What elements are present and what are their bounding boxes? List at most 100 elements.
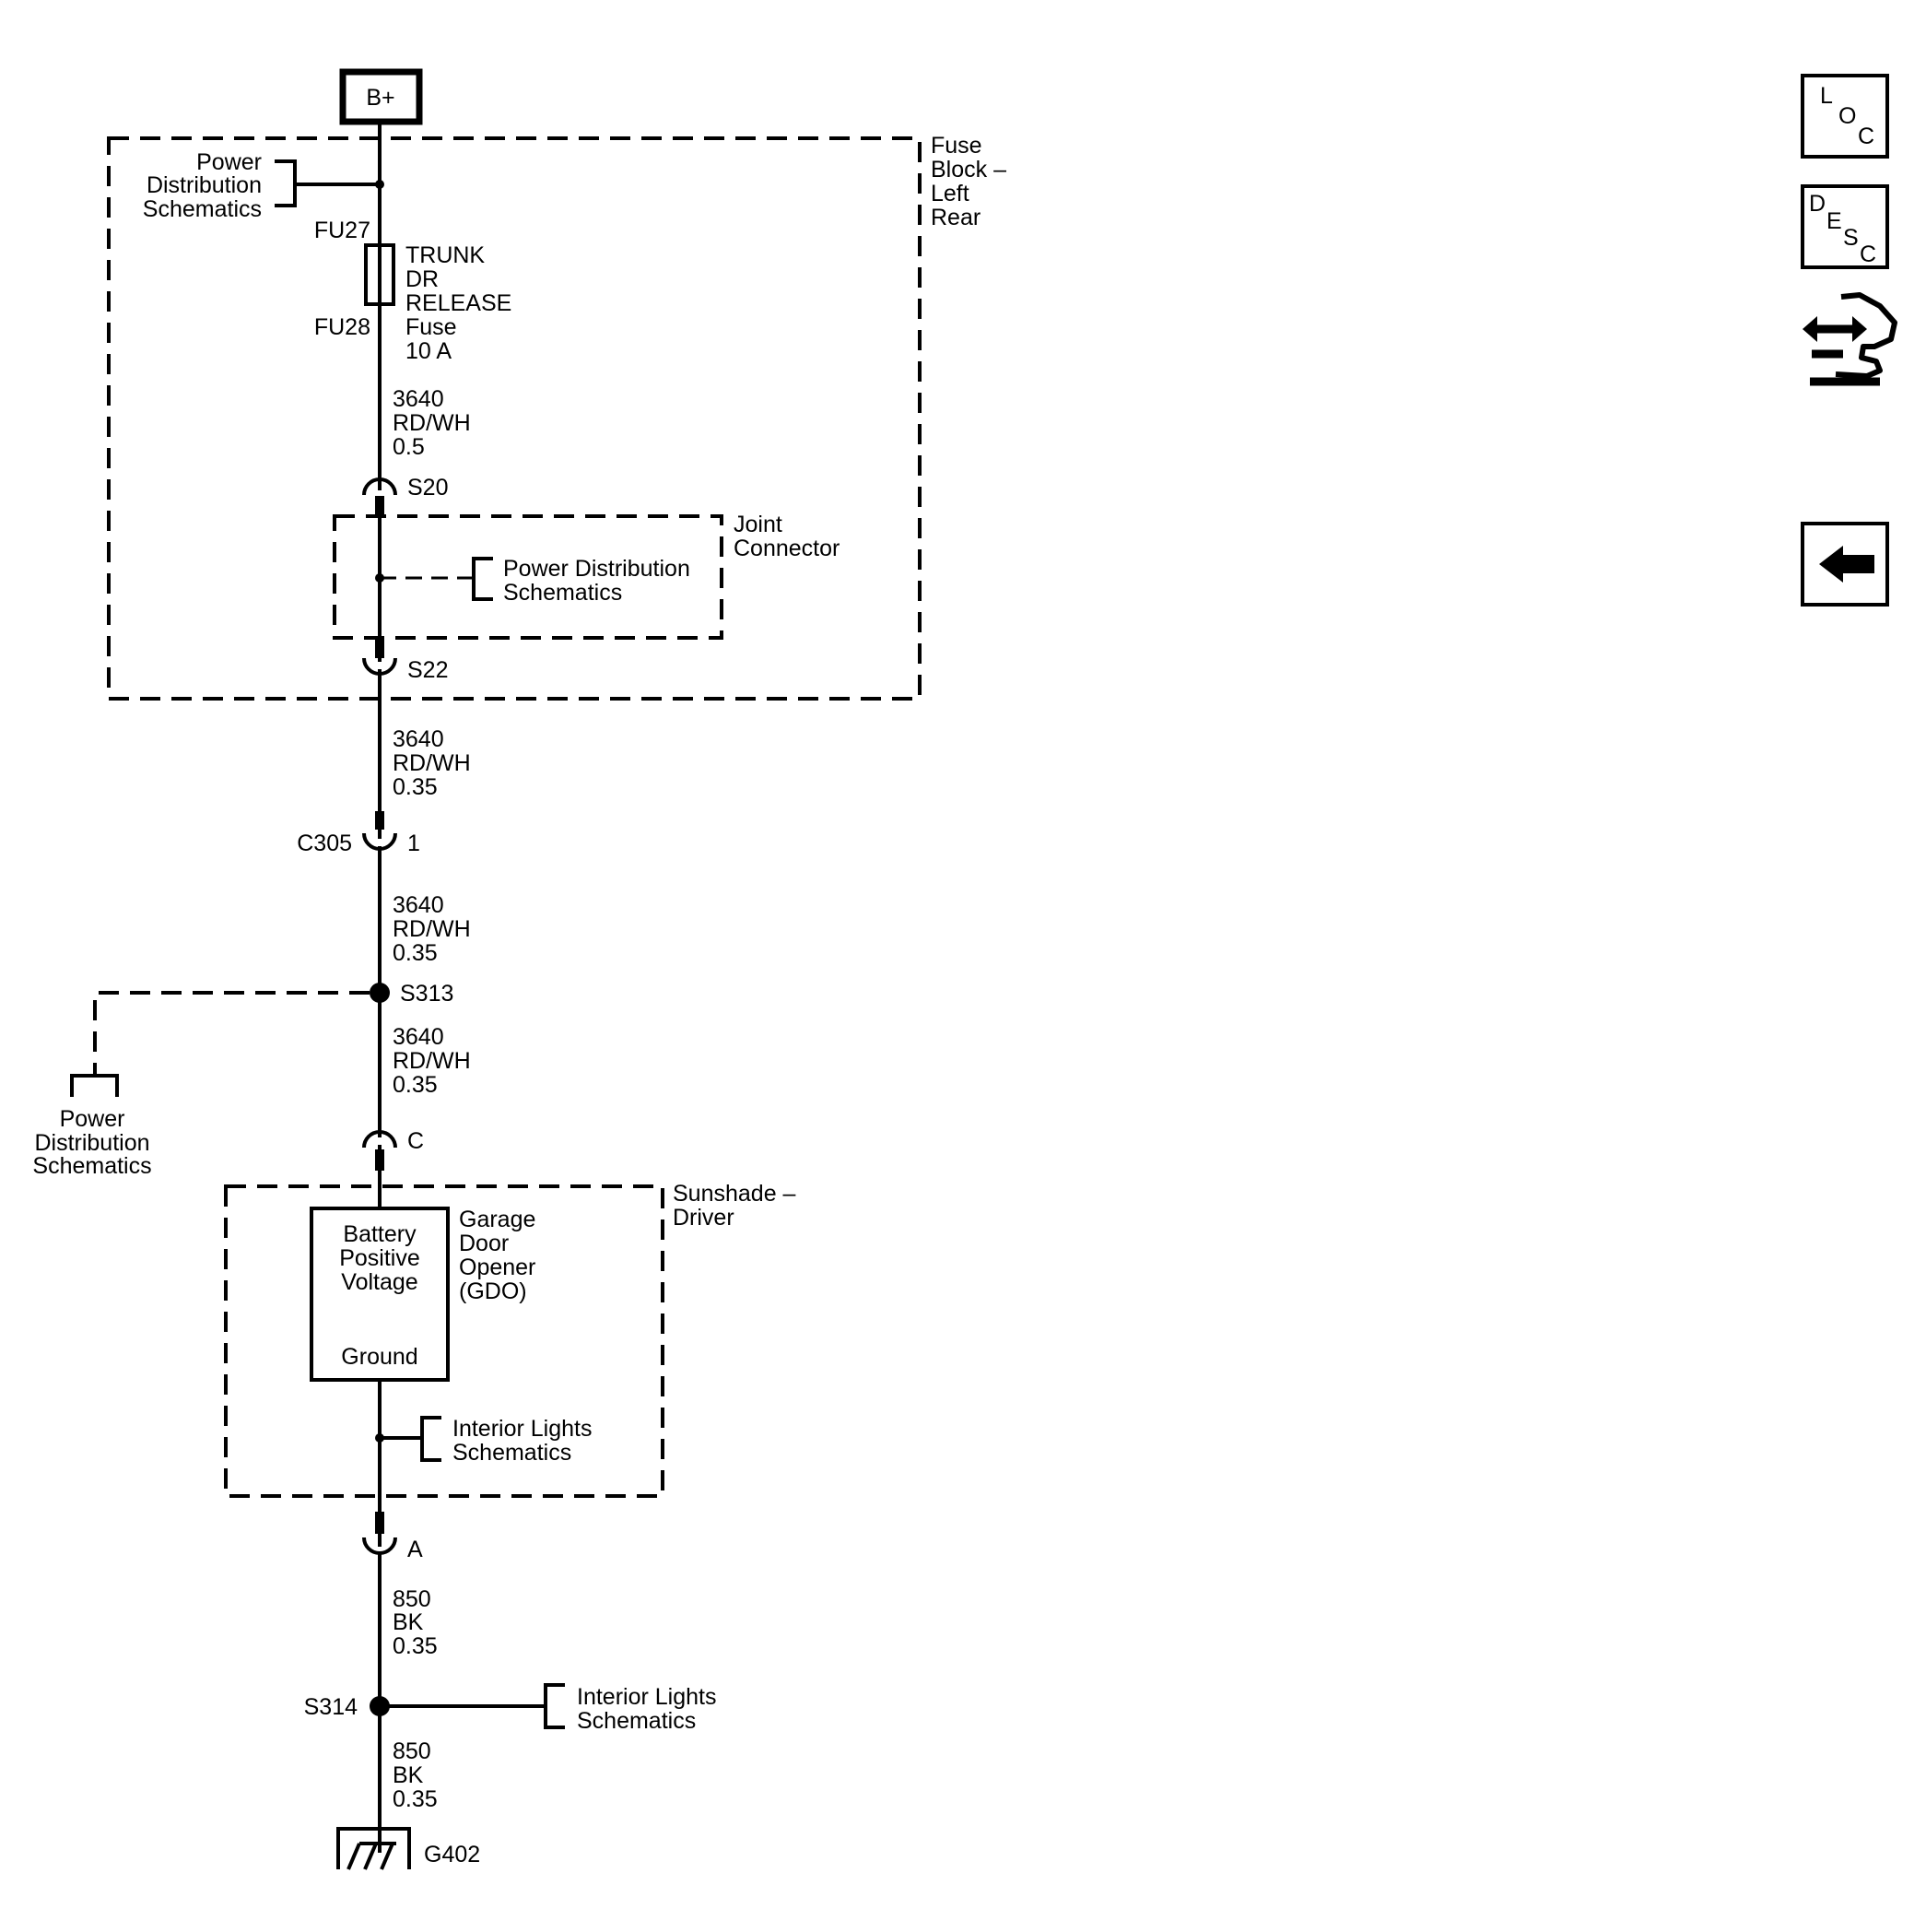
splice-s313-label: S313: [400, 981, 453, 1007]
pd-ref-top-1: Power: [196, 149, 262, 175]
wire-color: RD/WH: [393, 410, 471, 436]
wire-label-e: 850 BK 0.35: [393, 1738, 438, 1812]
fuse-terminal-out: FU28: [314, 314, 370, 340]
wire-b-color: RD/WH: [393, 916, 471, 942]
wire-a-size: 0.35: [393, 774, 438, 800]
connector-a: A: [362, 1512, 423, 1562]
power-distribution-reference-joint[interactable]: Power Distribution Schematics: [472, 556, 690, 606]
loc-letter-l: L: [1820, 83, 1833, 109]
wire-e-color: BK: [393, 1762, 424, 1788]
wire-d-color: BK: [393, 1609, 424, 1635]
battery-positive-source: B+: [339, 68, 423, 125]
wire-b-circuit: 3640: [393, 892, 444, 918]
wire-label-a: 3640 RD/WH 0.35: [393, 726, 471, 800]
gdo-ground-label: Ground: [341, 1344, 417, 1370]
ground-g402: G402: [336, 1827, 480, 1870]
splice-terminal-s22: S22: [362, 638, 448, 683]
gdo-input-3: Voltage: [341, 1269, 417, 1295]
splice-s313: S313: [93, 981, 453, 1076]
wire-e-circuit: 850: [393, 1738, 431, 1764]
gdo-name-3: Opener: [459, 1255, 535, 1280]
connector-c-label: C: [407, 1128, 424, 1154]
joint-connector-name-2: Connector: [734, 536, 840, 561]
joint-connector-name-1: Joint: [734, 512, 782, 537]
power-distribution-reference-left[interactable]: Power Distribution Schematics: [32, 1074, 152, 1179]
wire-label-c: 3640 RD/WH 0.35: [393, 1024, 471, 1098]
gdo-name-2: Door: [459, 1231, 509, 1256]
splice-s314: S314 Interior Lights Schematics: [304, 1683, 716, 1734]
pd-ref-left-1: Power: [60, 1106, 125, 1132]
fuse-block-name-1: Fuse: [931, 133, 982, 159]
pd-ref-left-3: Schematics: [32, 1153, 151, 1179]
fuse-block-name-3: Left: [931, 181, 969, 206]
connector-c305-pin: 1: [407, 831, 420, 856]
wire-c-circuit: 3640: [393, 1024, 444, 1050]
wire-c-color: RD/WH: [393, 1048, 471, 1074]
fuse-label-2: DR: [405, 266, 439, 292]
wire-d-size: 0.35: [393, 1633, 438, 1659]
wire-label-b: 3640 RD/WH 0.35: [393, 892, 471, 966]
s314-ref-2: Schematics: [577, 1708, 696, 1734]
fuse-label-5: 10 A: [405, 338, 452, 364]
desc-button[interactable]: D E S C: [1801, 184, 1889, 269]
splice-terminal-s20: S20: [362, 475, 448, 516]
loc-button[interactable]: L O C: [1801, 74, 1889, 159]
pd-ref-top-2: Distribution: [147, 172, 262, 198]
wire-d-circuit: 850: [393, 1586, 431, 1612]
interior-lights-reference-sunshade[interactable]: Interior Lights Schematics: [420, 1416, 592, 1466]
hand-with-arrows-icon[interactable]: [1803, 292, 1897, 386]
fuse-block-name-2: Block –: [931, 157, 1006, 183]
wire-a-circuit: 3640: [393, 726, 444, 752]
joint-ref-2: Schematics: [503, 580, 622, 606]
loc-letter-o: O: [1838, 103, 1856, 129]
s314-ref-1: Interior Lights: [577, 1684, 716, 1710]
splice-top-label: S20: [407, 475, 448, 501]
interior-lights-reference-s314[interactable]: Interior Lights Schematics: [544, 1683, 716, 1734]
pd-ref-top-3: Schematics: [143, 196, 262, 222]
wire-size: 0.5: [393, 434, 425, 460]
sunshade-name-1: Sunshade –: [673, 1181, 796, 1207]
back-button[interactable]: [1801, 522, 1889, 607]
gdo-input-1: Battery: [343, 1221, 417, 1247]
desc-letter-e: E: [1826, 208, 1842, 234]
sunshade-name-2: Driver: [673, 1205, 734, 1231]
loc-letter-c: C: [1858, 124, 1874, 149]
wire-a-color: RD/WH: [393, 750, 471, 776]
power-source-label: B+: [366, 85, 394, 111]
fuse-terminal-in: FU27: [314, 218, 370, 243]
connector-a-label: A: [407, 1537, 423, 1562]
splice-bottom-label: S22: [407, 657, 448, 683]
joint-ref-1: Power Distribution: [503, 556, 690, 582]
gdo-name-4: (GDO): [459, 1278, 527, 1304]
fuse-block-name-4: Rear: [931, 205, 981, 230]
desc-letter-d: D: [1809, 191, 1826, 217]
sunshade-ref-1: Interior Lights: [452, 1416, 592, 1442]
splice-s314-label: S314: [304, 1694, 358, 1720]
gdo-input-2: Positive: [339, 1245, 420, 1271]
trunk-release-fuse: FU27 FU28 TRUNK DR RELEASE Fuse 10 A: [314, 218, 511, 364]
joint-connector: Joint Connector Power Distribution Schem…: [333, 512, 840, 640]
connector-c305: C305 1: [297, 811, 420, 856]
wire-circuit: 3640: [393, 386, 444, 412]
wire-label-d: 850 BK 0.35: [393, 1586, 438, 1659]
sunshade-ref-2: Schematics: [452, 1440, 571, 1466]
wire-b-size: 0.35: [393, 940, 438, 966]
desc-letter-c: C: [1860, 242, 1876, 267]
desc-letter-s: S: [1843, 225, 1859, 251]
connector-c: C: [362, 1128, 424, 1171]
power-distribution-reference-top[interactable]: Power Distribution Schematics: [143, 149, 384, 222]
pd-ref-left-2: Distribution: [34, 1130, 149, 1156]
wire-e-size: 0.35: [393, 1786, 438, 1812]
back-arrow-icon: [1819, 546, 1874, 583]
ground-label: G402: [424, 1842, 480, 1867]
wire-c-size: 0.35: [393, 1072, 438, 1098]
fuse-block-left-rear: Fuse Block – Left Rear Power Distributio…: [107, 133, 1006, 701]
wire-label-fuse-out: 3640 RD/WH 0.5: [393, 386, 471, 460]
sunshade-driver-module: Sunshade – Driver Battery Positive Volta…: [224, 1181, 796, 1504]
gdo-name-1: Garage: [459, 1207, 535, 1232]
fuse-label-4: Fuse: [405, 314, 457, 340]
fuse-label-3: RELEASE: [405, 290, 511, 316]
connector-c305-name: C305: [297, 831, 352, 856]
fuse-label-1: TRUNK: [405, 242, 485, 268]
